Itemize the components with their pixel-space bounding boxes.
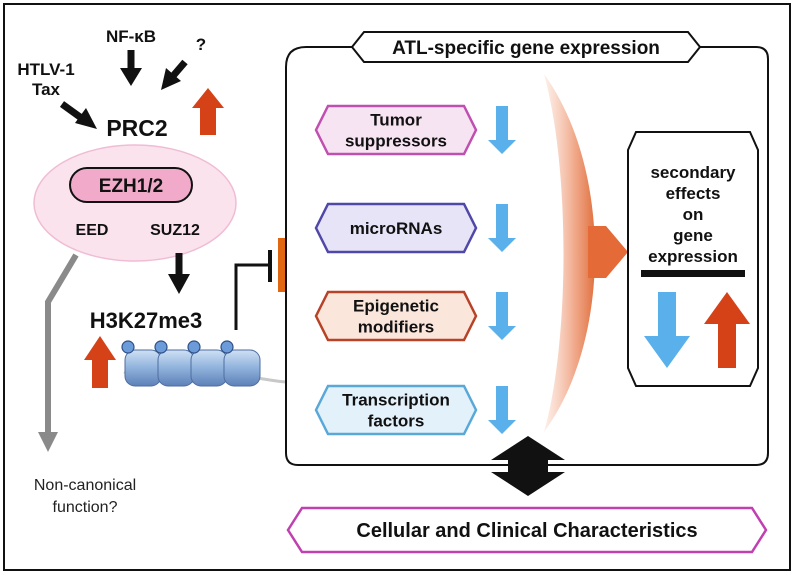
atl-title: ATL-specific gene expression: [392, 38, 660, 59]
figure-frame: [3, 3, 791, 571]
svg-text:expression: expression: [648, 247, 738, 266]
svg-text:effects: effects: [666, 184, 721, 203]
epigenetic-modifiers-down-arrow: [488, 292, 516, 340]
micrornas-label: microRNAs: [350, 219, 443, 238]
tumor-suppressors-down-arrow: [488, 106, 516, 154]
atl-title-badge: [350, 31, 702, 63]
transcription-factors-label: factors: [368, 412, 425, 431]
secondary-up-arrow: [704, 292, 750, 368]
tax-arrow: [59, 101, 97, 129]
transcription-factors-down-arrow: [488, 386, 516, 434]
bidirectional-arrow: [491, 436, 565, 496]
ezh-box: [69, 167, 193, 203]
svg-text:Non-canonical: Non-canonical: [34, 477, 136, 494]
nfkb-label: NF-κB: [106, 27, 156, 46]
svg-text:HTLV-1: HTLV-1: [17, 60, 74, 79]
outcome-label: Cellular and Clinical Characteristics: [356, 520, 697, 542]
epigenetic-modifiers-label: modifiers: [358, 318, 435, 337]
micrornas-badge: [314, 202, 478, 254]
secondary-effects-text: secondary effects on gene expression: [648, 163, 738, 266]
nfkb-arrow: [120, 50, 142, 86]
tumor-suppressors-badge: [314, 104, 478, 156]
suz12-label: SUZ12: [150, 222, 200, 239]
prc2-label: PRC2: [106, 115, 167, 141]
transcription-factors-label: Transcription: [342, 391, 450, 410]
svg-text:function?: function?: [53, 499, 118, 516]
noncanonical-label: Non-canonical function?: [34, 477, 136, 516]
unknown-regulator-label: ?: [196, 35, 206, 54]
outcome-badge: [286, 506, 768, 554]
svg-text:on: on: [683, 205, 704, 224]
eed-label: EED: [76, 222, 109, 239]
svg-text:gene: gene: [673, 226, 713, 245]
transcription-factors-badge: [314, 384, 478, 436]
nucleosome-chromatin: [121, 340, 301, 387]
epigenetic-modifiers-badge: [314, 290, 478, 342]
regulator-arrows: [59, 50, 188, 129]
tumor-suppressors-label: suppressors: [345, 132, 447, 151]
ezh-label: EZH1/2: [99, 176, 163, 197]
convergence-arc: [544, 74, 595, 432]
prc2-to-mark-arrow: [168, 253, 190, 294]
htlv-tax-label: HTLV-1 Tax: [17, 60, 74, 99]
noncanonical-arrow: [38, 253, 79, 452]
inhibition-line: [234, 263, 268, 330]
epigenetic-modifiers-label: Epigenetic: [353, 297, 439, 316]
h3k27me3-label: H3K27me3: [90, 308, 203, 333]
to-secondary-arrow: [588, 226, 628, 278]
unknown-arrow: [161, 59, 188, 90]
h3k27me3-upregulated-arrow: [84, 336, 116, 388]
secondary-down-arrow: [644, 292, 690, 368]
tumor-suppressors-label: Tumor: [370, 111, 422, 130]
secondary-divider: [641, 270, 745, 277]
svg-text:Tax: Tax: [32, 80, 61, 99]
micrornas-down-arrow: [488, 204, 516, 252]
prc2-upregulated-arrow: [192, 88, 224, 135]
svg-text:secondary: secondary: [650, 163, 736, 182]
